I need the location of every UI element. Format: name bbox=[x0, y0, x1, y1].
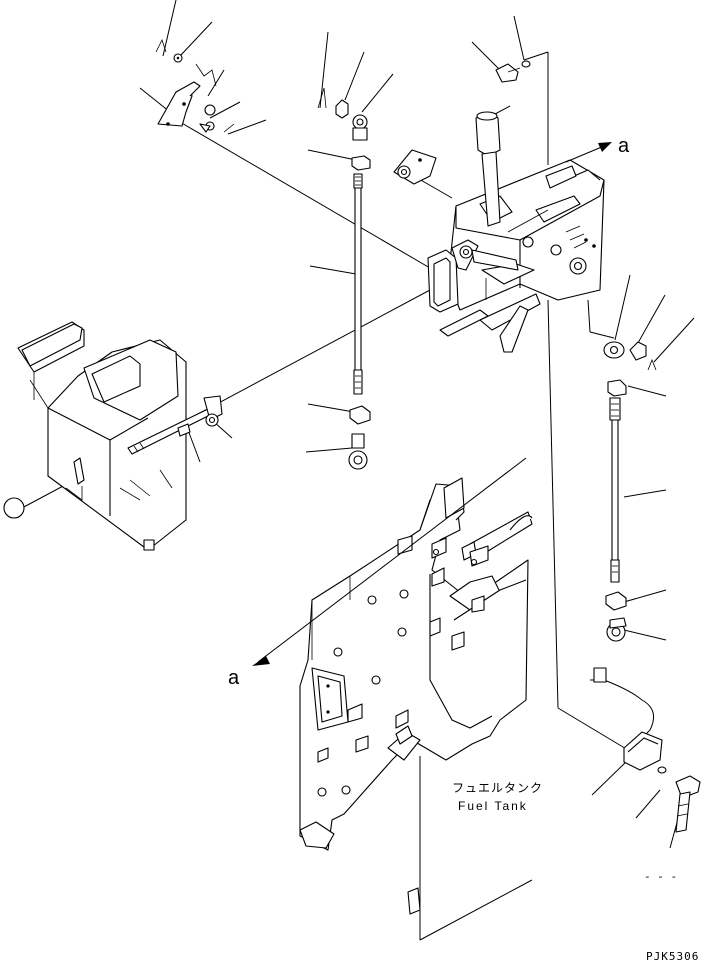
top-left-bracket bbox=[155, 38, 235, 133]
main-frame bbox=[299, 477, 533, 915]
view-arrow-top: a bbox=[565, 135, 630, 163]
lever-stick bbox=[475, 111, 501, 227]
view-marker-bottom: a bbox=[228, 667, 240, 689]
dash-mark: - - - bbox=[644, 870, 677, 883]
left-control-rod bbox=[348, 173, 371, 470]
view-arrow-bottom: a bbox=[228, 457, 527, 689]
view-marker-top: a bbox=[618, 135, 630, 157]
top-bolt bbox=[495, 60, 531, 83]
upper-rod-ends bbox=[317, 87, 437, 185]
fuel-tank-label-en: Fuel Tank bbox=[458, 799, 528, 813]
drawing-code: PJK5306 bbox=[646, 950, 699, 963]
cable-connector bbox=[427, 239, 519, 313]
limit-switch bbox=[593, 667, 701, 833]
fuel-tank-label-jp: フュエルタンク bbox=[452, 781, 543, 795]
leader-lines bbox=[139, 0, 695, 849]
left-linkage bbox=[3, 395, 223, 519]
operator-seat bbox=[17, 321, 187, 551]
right-control-rod bbox=[603, 341, 657, 642]
